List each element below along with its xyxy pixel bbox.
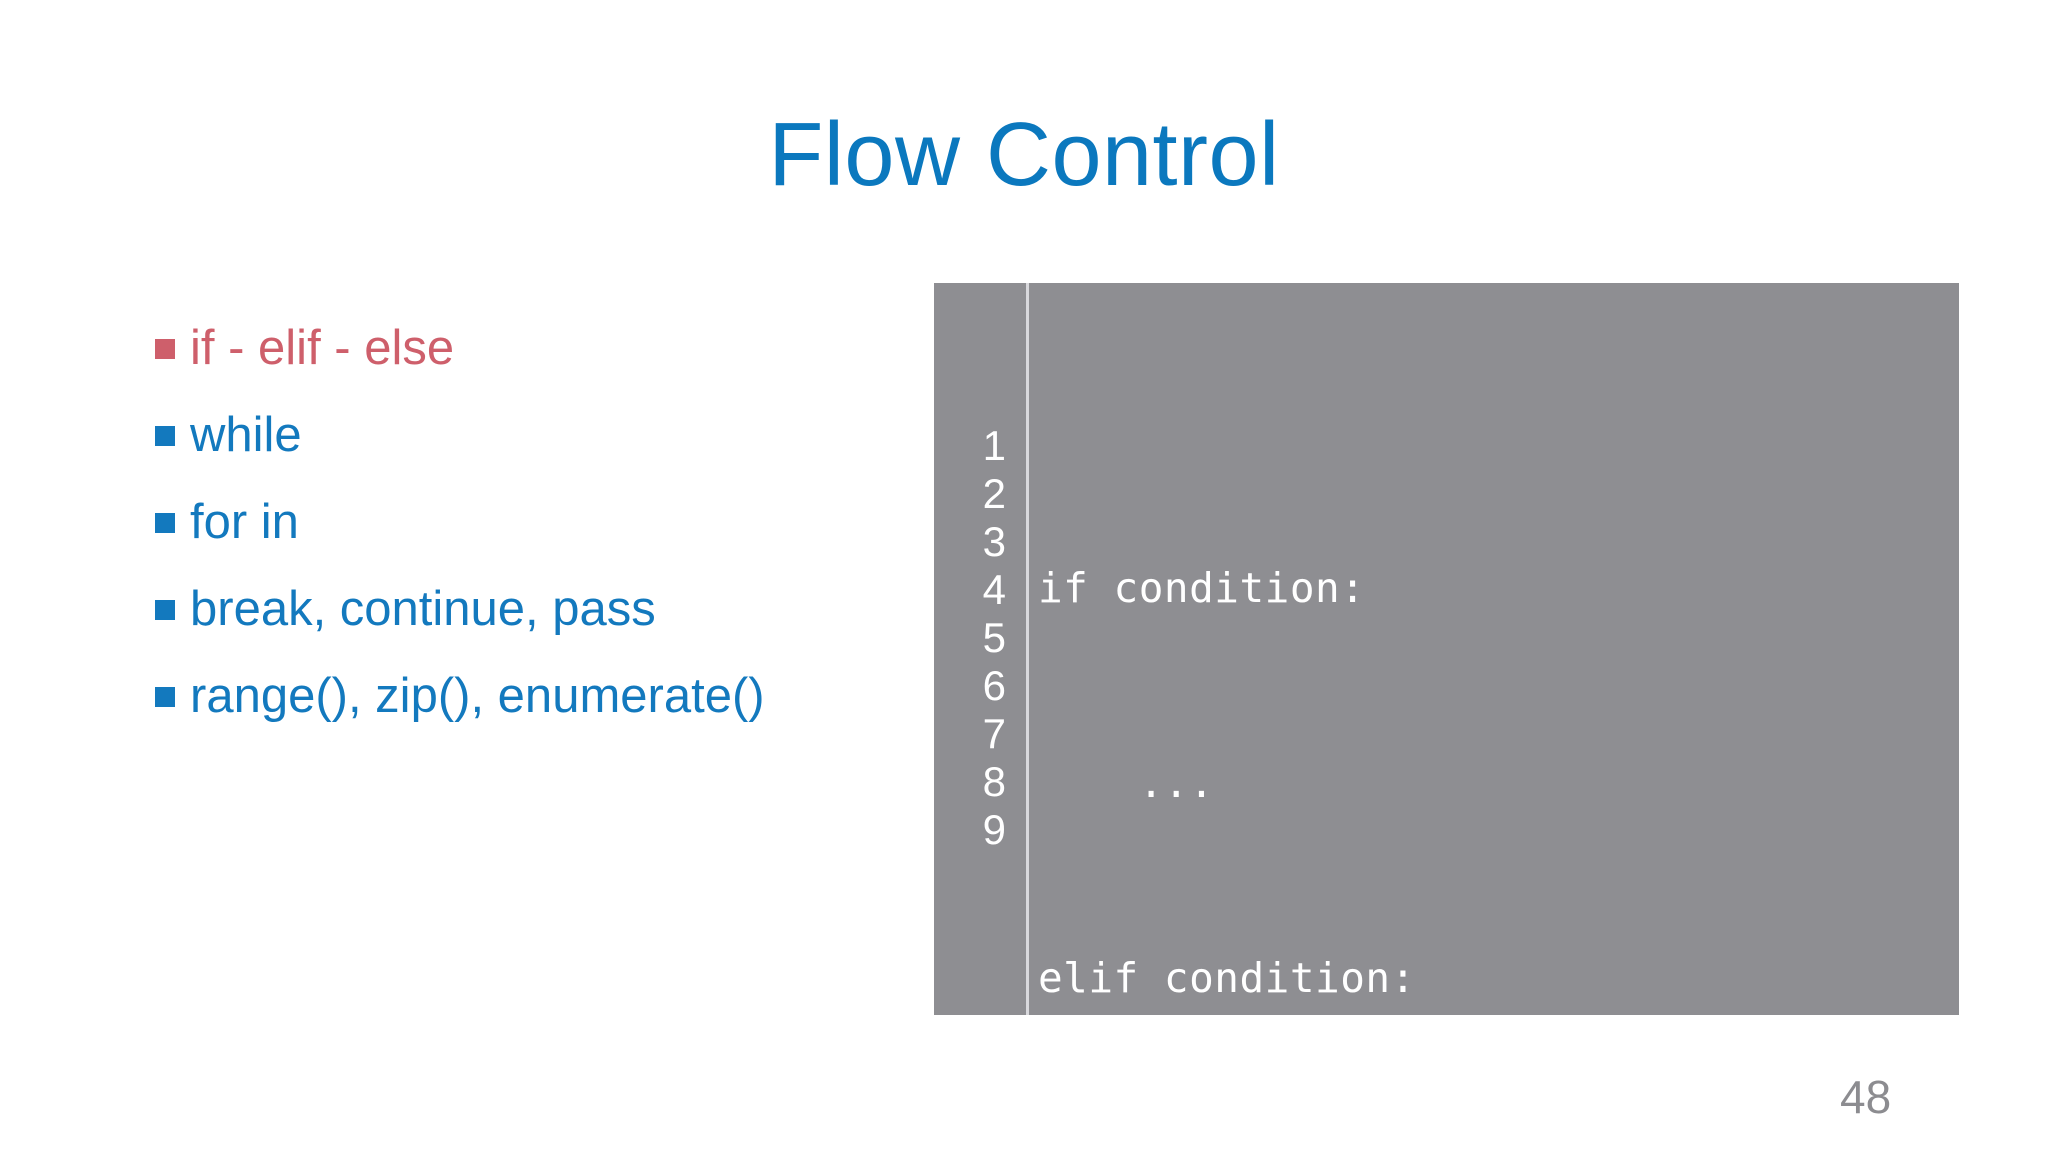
bullet-list: if - elif - else while for in break, con…: [155, 305, 915, 740]
line-number: 5: [982, 614, 1006, 661]
line-number: 4: [982, 566, 1006, 613]
list-item-label: while: [190, 408, 302, 462]
line-number: 2: [982, 470, 1006, 517]
list-item-label: if - elif - else: [190, 321, 455, 375]
list-item-label: range(), zip(), enumerate(): [190, 669, 765, 723]
bullet-square-icon: [155, 339, 175, 359]
list-item[interactable]: break, continue, pass: [155, 566, 915, 653]
list-item-label: for in: [190, 495, 299, 549]
bullet-square-icon: [155, 426, 175, 446]
code-line-number-gutter: 1 2 3 4 5 6 7 8 9: [934, 283, 1026, 1015]
list-item[interactable]: range(), zip(), enumerate(): [155, 653, 915, 740]
code-line: if condition:: [1038, 564, 1366, 612]
line-number: 9: [982, 806, 1006, 853]
list-item[interactable]: if - elif - else: [155, 305, 915, 392]
line-number: 8: [982, 758, 1006, 805]
bullet-square-icon: [155, 600, 175, 620]
page-title: Flow Control: [768, 105, 1280, 205]
list-item[interactable]: while: [155, 392, 915, 479]
gutter-divider: [1026, 283, 1029, 1015]
code-content[interactable]: if condition: ... elif condition: ... el…: [1038, 426, 1768, 1152]
list-item-label: break, continue, pass: [190, 582, 656, 636]
line-number: 6: [982, 662, 1006, 709]
code-line: elif condition:: [1038, 954, 1416, 1002]
list-item[interactable]: for in: [155, 479, 915, 566]
bullet-square-icon: [155, 513, 175, 533]
code-block: 1 2 3 4 5 6 7 8 9 if condition: ... elif…: [934, 283, 1959, 1152]
code-line: ...: [1038, 1141, 1768, 1152]
bullet-square-icon: [155, 687, 175, 707]
page-number: 48: [1840, 1071, 1892, 1123]
code-line: ...: [1038, 759, 1215, 807]
line-number: 7: [982, 710, 1006, 757]
line-number: 3: [982, 518, 1006, 565]
line-number: 1: [982, 422, 1006, 469]
